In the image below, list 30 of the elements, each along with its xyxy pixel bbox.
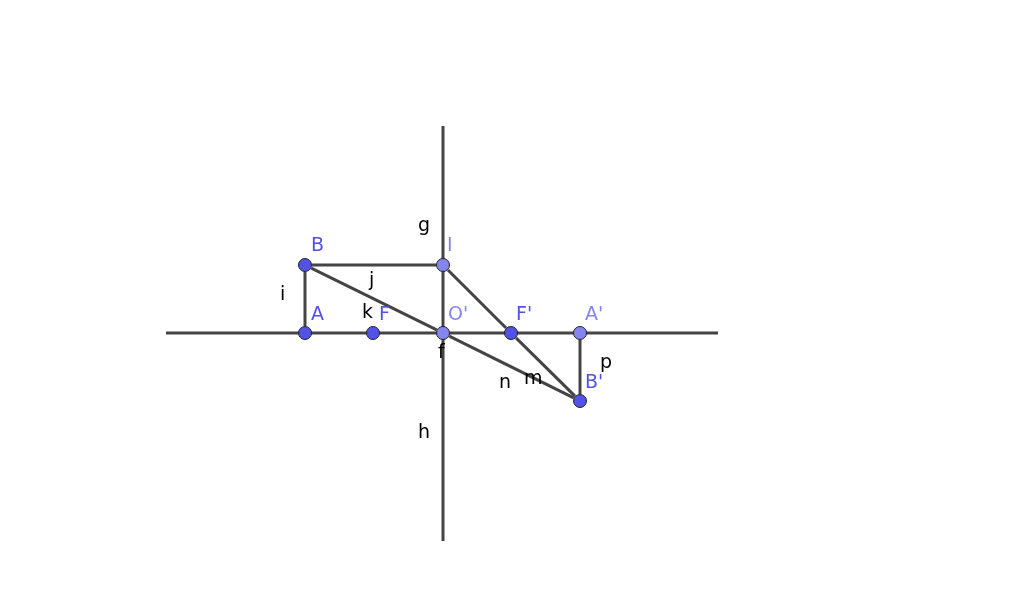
segment-label: k [362, 300, 373, 322]
point-marker [436, 326, 450, 340]
line-segment [578, 340, 582, 394]
segment-label: n [499, 370, 512, 392]
point-marker [366, 326, 380, 340]
point-label: F [379, 302, 390, 324]
point-marker [436, 258, 450, 272]
point-marker [298, 326, 312, 340]
segment-label: i [280, 282, 286, 304]
point-marker [573, 394, 587, 408]
line-label: g [418, 213, 431, 235]
line-label: f [438, 340, 445, 362]
point-marker [573, 326, 587, 340]
point-label: O' [448, 302, 469, 324]
point-label: I [447, 233, 453, 255]
point-marker [504, 326, 518, 340]
line-segment [310, 266, 438, 332]
segment-label: p [600, 350, 613, 372]
point-marker [298, 258, 312, 272]
point-label: A' [585, 302, 604, 324]
segment-label: j [369, 268, 375, 290]
line-segment [303, 272, 307, 326]
point-label: A [311, 302, 324, 324]
line-segment [312, 263, 436, 267]
line-label: h [418, 420, 431, 442]
line-segment [514, 336, 577, 398]
line-segment [448, 334, 575, 400]
point-label: B [311, 233, 325, 255]
point-label: F' [516, 302, 533, 324]
line-segment [446, 268, 508, 330]
